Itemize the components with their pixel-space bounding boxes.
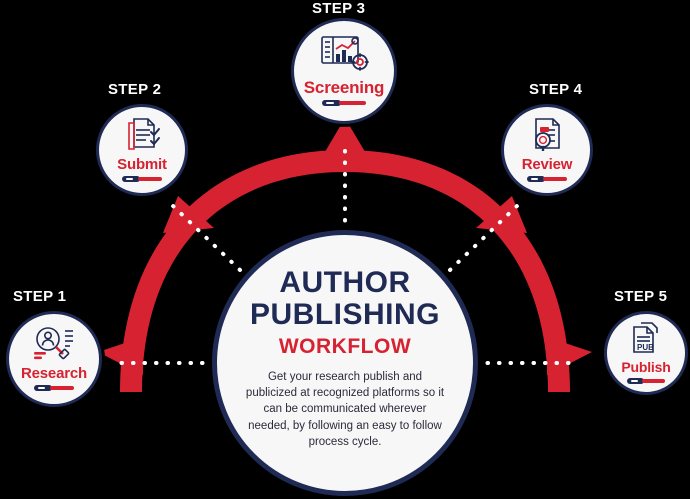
node-rule-1 <box>34 384 74 392</box>
arrowhead-left-upper <box>163 196 214 233</box>
step-node-submit[interactable]: Submit <box>96 104 188 196</box>
pub-icon-text: PUB <box>637 343 654 352</box>
connector-dots-step4 <box>448 203 520 272</box>
document-pub-icon: PUB <box>628 321 664 359</box>
node-rule-5 <box>627 377 665 385</box>
step-tag-2: STEP 2 <box>108 81 162 98</box>
arrowhead-right-lower <box>547 337 592 375</box>
document-check-icon <box>122 117 162 156</box>
step-label-submit: Submit <box>117 156 167 173</box>
hub-title-line-1: AUTHOR <box>279 266 411 299</box>
arrowhead-left-lower <box>98 337 143 375</box>
step-node-screening[interactable]: Screening <box>291 18 397 124</box>
center-hub: AUTHOR PUBLISHING WORKFLOW Get your rese… <box>212 230 478 496</box>
hub-description: Get your research publish and publicized… <box>245 370 445 448</box>
hub-title-line-2: PUBLISHING <box>249 297 440 331</box>
connector-dots-step2 <box>170 203 242 272</box>
step-label-publish: Publish <box>621 358 671 375</box>
arrowhead-right-upper <box>476 196 527 233</box>
step-label-review: Review <box>521 156 573 173</box>
step-tag-3: STEP 3 <box>312 0 366 17</box>
step-tag-4: STEP 4 <box>529 81 583 98</box>
hub-title-line-3: WORKFLOW <box>278 334 412 358</box>
magnifier-person-icon <box>31 326 77 365</box>
arrowhead-top-center <box>319 118 371 162</box>
node-rule-2 <box>122 175 162 183</box>
step-tag-5: STEP 5 <box>614 288 668 305</box>
node-rule-3 <box>322 99 366 107</box>
chart-gear-icon <box>319 35 369 78</box>
step-node-research[interactable]: Research <box>6 311 102 407</box>
step-node-review[interactable]: Review <box>501 104 593 196</box>
step-node-publish[interactable]: PUB Publish <box>604 311 688 395</box>
document-magnifier-icon <box>528 117 566 156</box>
step-label-screening: Screening <box>303 78 385 97</box>
node-rule-4 <box>527 175 567 183</box>
step-tag-1: STEP 1 <box>13 288 67 305</box>
step-label-research: Research <box>21 365 87 382</box>
